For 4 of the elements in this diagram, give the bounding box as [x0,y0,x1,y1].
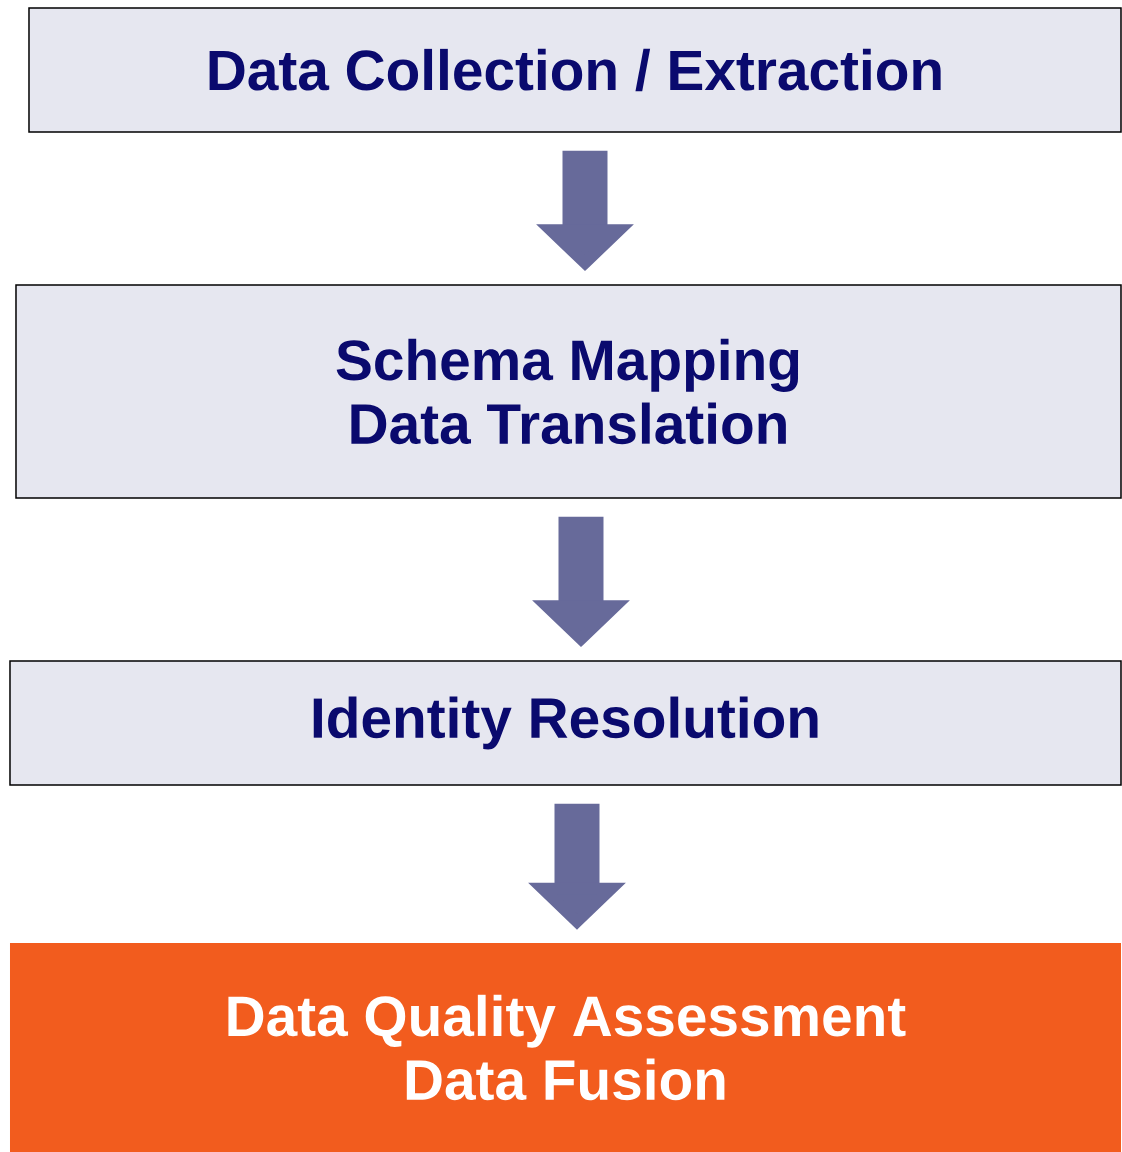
process-box: Data Collection / Extraction [28,7,1122,133]
process-box: Identity Resolution [9,660,1122,786]
highlighted-box: Data Quality Assessment Data Fusion [10,943,1121,1152]
process-box: Schema Mapping Data Translation [15,284,1122,499]
